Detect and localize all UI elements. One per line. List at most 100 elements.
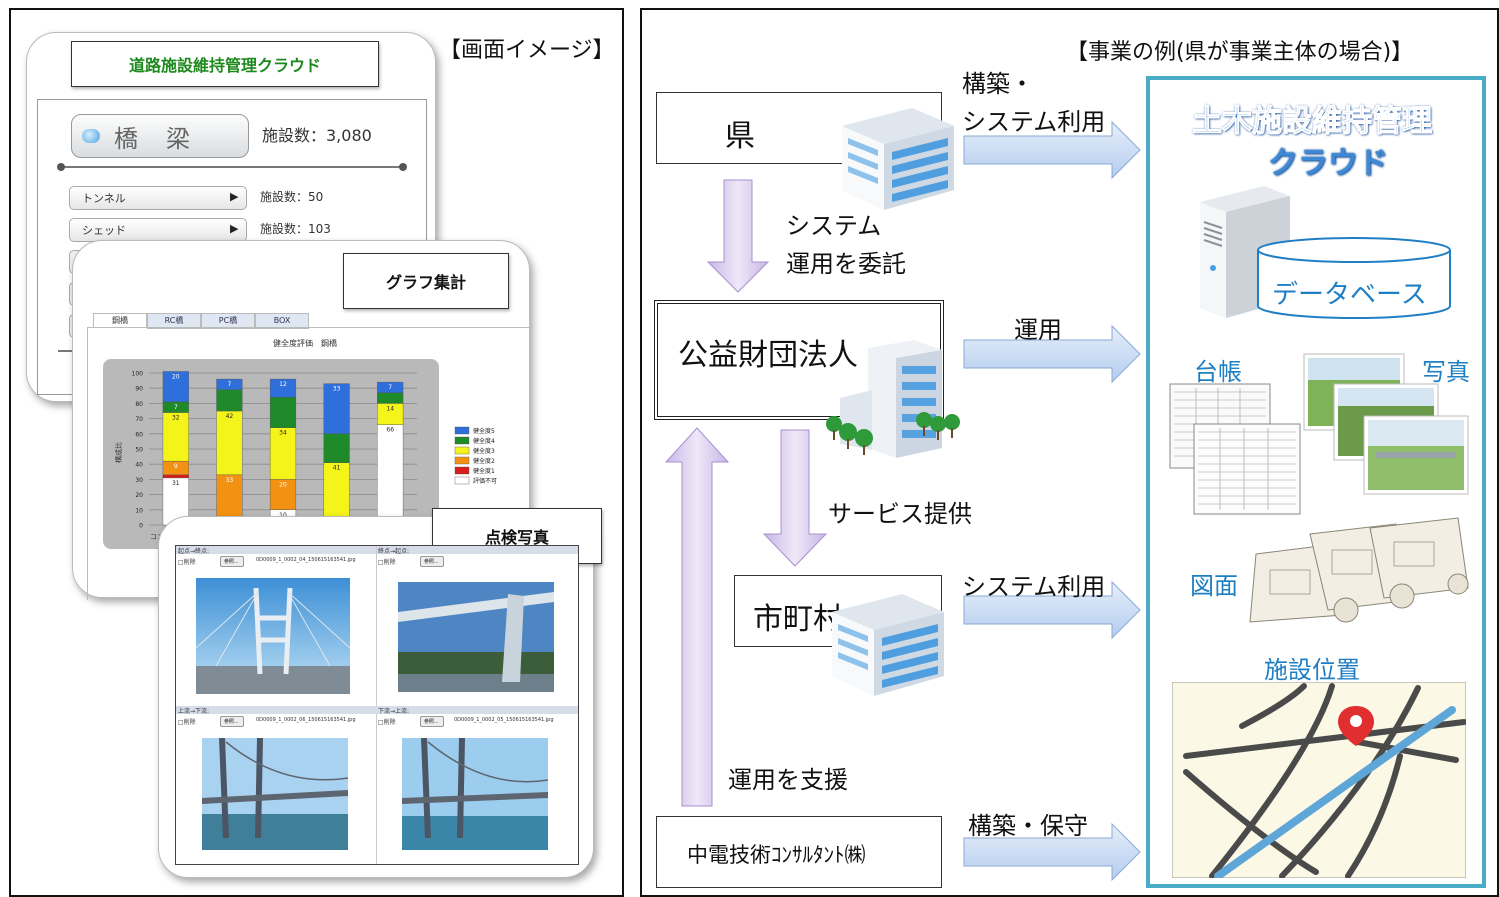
y-tick-label: 60: [135, 431, 143, 438]
photo-browse-button[interactable]: 参照...: [420, 556, 444, 567]
y-tick-label: 90: [135, 386, 143, 393]
legend-swatch: [454, 446, 470, 455]
ledger-label: 台帳: [1194, 358, 1242, 386]
legend-swatch: [454, 466, 470, 475]
sub-item-tunnel-button[interactable]: トンネル ▶: [69, 186, 247, 210]
consultant-label: 中電技術ｺﾝｻﾙﾀﾝﾄ㈱: [687, 843, 866, 867]
sub-item-shed-count: 施設数：103: [260, 222, 331, 236]
blueprint-rolls-icon: [1249, 517, 1469, 623]
graph-label: グラフ集計: [385, 273, 466, 292]
screen-image-caption: 【画面イメージ】: [439, 38, 615, 63]
app-title-box: 道路施設維持管理クラウド: [71, 41, 379, 87]
legend-label: 健全度5: [473, 427, 495, 435]
consultant-box: 中電技術ｺﾝｻﾙﾀﾝﾄ㈱: [656, 816, 942, 888]
bar-segment: [269, 378, 297, 398]
bar-data-label: 33: [226, 477, 234, 484]
legend-swatch: [454, 476, 470, 485]
legend-label: 健全度3: [473, 447, 495, 455]
bar-segment: [269, 427, 297, 480]
label-build-use-2: システム利用: [962, 108, 1106, 136]
label-support: 運用を支援: [728, 766, 848, 794]
right-arrow-municipalities: [963, 580, 1141, 640]
cloud-title-1: 土木施設維持管理: [1192, 104, 1433, 140]
bar-data-label: 10: [279, 512, 287, 519]
bar-data-label: 12: [279, 381, 287, 388]
photo-filename: 0D0009_1_0002_04_150615163541.jpg: [256, 557, 356, 563]
foundation-label: 公益財団法人: [678, 338, 858, 373]
photo-delete-checkbox[interactable]: □削除: [178, 559, 196, 566]
y-tick-label: 30: [135, 477, 143, 484]
label-build-maintain: 構築・保守: [968, 812, 1088, 840]
bar-segment: [216, 410, 243, 476]
photo-label: 点検写真: [484, 528, 549, 547]
photo-browse-button[interactable]: 参照...: [420, 716, 444, 727]
bar-data-label: 34: [279, 430, 287, 437]
photo-stack: [1303, 353, 1469, 495]
legend-label: 健全度2: [473, 457, 495, 465]
bar-data-label: 42: [226, 413, 234, 420]
office-building-icon: [842, 108, 954, 210]
photo-card: 点検写真 起点→終点: 終点→起点: □削除 参照... 0D0009_1_00…: [158, 508, 602, 878]
down-arrow-entrust: [706, 179, 770, 293]
bar-data-label: 41: [333, 465, 341, 472]
bar-data-label: 33: [333, 386, 341, 393]
bar-data-label: 7: [227, 381, 231, 388]
down-arrow-service: [762, 429, 828, 567]
photo-delete-checkbox[interactable]: □削除: [378, 719, 396, 726]
bar-segment: [323, 433, 350, 463]
play-arrow-icon: ▶: [230, 190, 239, 203]
business-example-caption: 【事業の例(県が事業主体の場合)】: [1066, 40, 1414, 65]
main-item-button[interactable]: 橋 梁: [71, 114, 249, 158]
bar-data-label: 7: [388, 384, 392, 391]
tab-rc[interactable]: RC橋: [147, 313, 201, 329]
bar-data-label: 7: [174, 404, 178, 411]
bridge-photo-3: [202, 738, 348, 850]
map-pin-icon: [1338, 706, 1374, 746]
y-tick-label: 0: [139, 523, 143, 530]
photo-browse-button[interactable]: 参照...: [220, 716, 244, 727]
bar-segment: [162, 412, 189, 462]
label-entrust-1: システム: [786, 212, 882, 240]
bar-segment: [216, 378, 243, 390]
sub-item-tunnel-label: トンネル: [82, 192, 126, 205]
tall-building-icon: [826, 340, 960, 458]
label-build-use-1: 構築・: [962, 70, 1034, 98]
photo-filename: 0D0009_1_0002_06_150615163541.jpg: [256, 717, 356, 723]
up-arrow-support: [664, 427, 730, 807]
photo-delete-checkbox[interactable]: □削除: [178, 719, 196, 726]
legend-swatch: [454, 456, 470, 465]
browse-label: 参照...: [224, 719, 239, 725]
office-building-icon: [832, 594, 944, 696]
legend-label: 健全度1: [473, 467, 495, 475]
y-tick-label: 20: [135, 492, 143, 499]
photo-row-header-bar: [176, 706, 578, 714]
legend-label: 評価不可: [473, 477, 497, 485]
tab-pc[interactable]: PC橋: [201, 313, 255, 329]
location-label: 施設位置: [1264, 656, 1360, 684]
tab-steel[interactable]: 鋼橋: [93, 313, 147, 328]
sub-item-shed-button[interactable]: シェッド ▶: [69, 218, 247, 242]
browse-label: 参照...: [424, 559, 439, 565]
browse-label: 参照...: [224, 559, 239, 565]
chart-frame: [87, 327, 532, 600]
bridge-photo-2: [398, 582, 554, 692]
chart-title: 健全度評価 鋼橋: [273, 338, 337, 348]
drawing-label: 図面: [1190, 572, 1238, 600]
y-tick-label: 10: [135, 507, 143, 514]
legend-label: 健全度4: [473, 437, 495, 445]
cloud-box: 土木施設維持管理 クラウド データベース 台帳 写真 図面 施設位置: [1146, 76, 1486, 888]
browse-label: 参照...: [424, 719, 439, 725]
sub-item-tunnel-count: 施設数：50: [260, 190, 324, 204]
photo-browse-button[interactable]: 参照...: [220, 556, 244, 567]
legend-swatch: [454, 436, 470, 445]
graph-label-box: グラフ集計: [343, 253, 509, 309]
bridge-photo-1: [196, 578, 350, 694]
tab-box[interactable]: BOX: [255, 313, 309, 329]
y-tick-label: 80: [135, 401, 143, 408]
divider-dot-left: [57, 163, 65, 171]
photo-delete-checkbox[interactable]: □削除: [378, 559, 396, 566]
bar-data-label: 20: [172, 373, 180, 380]
main-item-label: 橋 梁: [114, 124, 192, 153]
photo-divider-v: [376, 546, 377, 864]
